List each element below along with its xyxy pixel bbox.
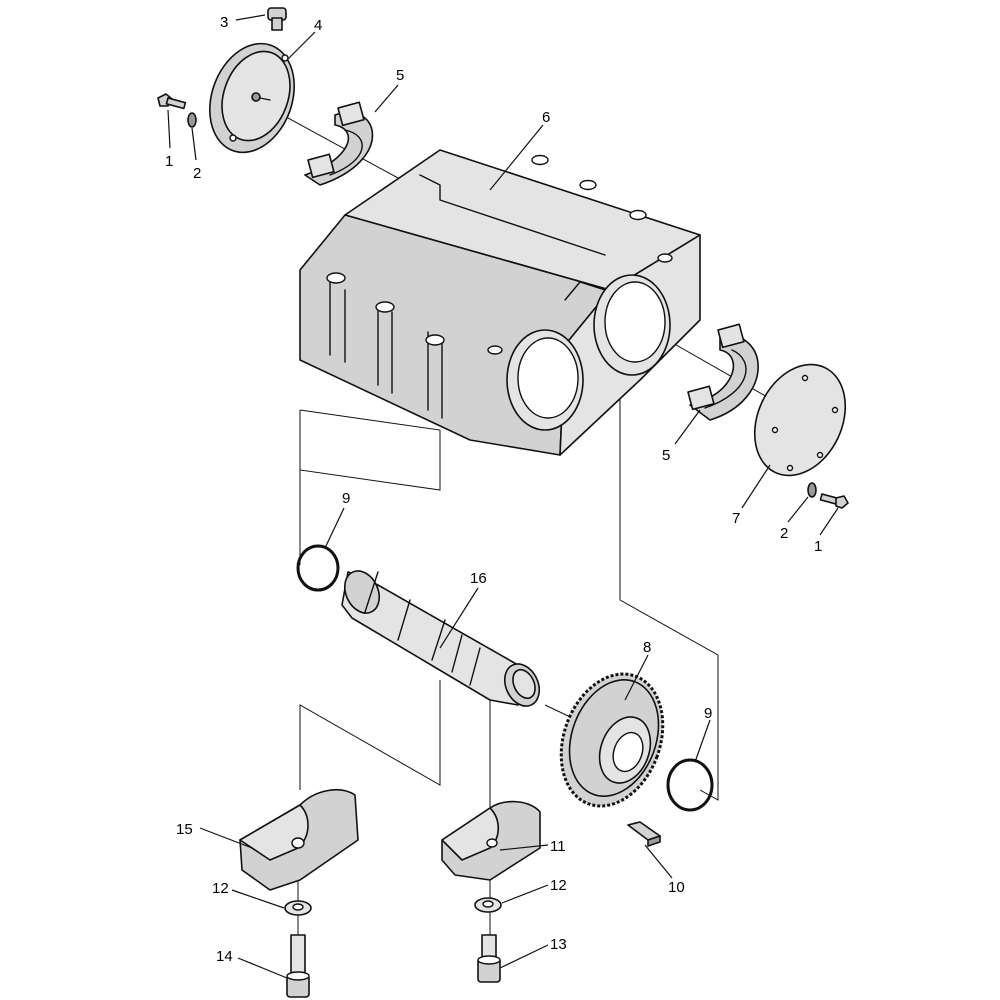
callout-12-right: 12 — [550, 877, 567, 894]
gearbox-housing — [299, 149, 701, 456]
callout-2-right: 2 — [780, 525, 788, 542]
callout-5-right: 5 — [662, 447, 670, 464]
washer-left-bottom — [284, 900, 312, 916]
vent-cover — [209, 42, 295, 154]
callout-9-left: 9 — [342, 490, 350, 507]
cap-screw-long — [286, 934, 310, 998]
callout-4: 4 — [314, 17, 322, 34]
callout-3: 3 — [220, 14, 228, 31]
housing-top-bosses — [487, 154, 673, 355]
callout-16: 16 — [470, 570, 487, 587]
callout-1-right: 1 — [814, 538, 822, 555]
housing-ribs — [326, 272, 445, 419]
callout-9-right: 9 — [704, 705, 712, 722]
retaining-ring-right — [666, 758, 714, 812]
callout-5-top: 5 — [396, 67, 404, 84]
callout-labels: 1 2 3 4 5 6 5 7 2 1 9 16 8 9 15 11 10 12… — [165, 14, 822, 965]
screw-right — [819, 493, 849, 509]
callout-7: 7 — [732, 510, 740, 527]
housing-bores — [506, 274, 671, 431]
callout-11: 11 — [550, 838, 566, 855]
end-cover-plate — [753, 363, 847, 477]
cap-screw-short — [477, 934, 501, 983]
screw-top-left — [157, 93, 187, 110]
callout-13: 13 — [550, 936, 567, 953]
shaft — [341, 570, 541, 707]
bearing-top — [304, 101, 374, 186]
callout-12-left: 12 — [212, 880, 229, 897]
washer-top-left — [187, 112, 197, 128]
bearing-block-left — [239, 789, 359, 891]
callout-14: 14 — [216, 948, 233, 965]
washer-right-bottom — [474, 897, 502, 913]
callout-2-top-left: 2 — [193, 165, 201, 182]
callout-8: 8 — [643, 639, 651, 656]
callout-6: 6 — [542, 109, 550, 126]
callout-15: 15 — [176, 821, 193, 838]
washer-right — [807, 482, 817, 498]
callout-10: 10 — [668, 879, 685, 896]
leader-lines — [167, 14, 839, 979]
retaining-ring-left — [296, 544, 340, 592]
bearing-block-right — [441, 800, 541, 881]
callout-1-top-left: 1 — [165, 153, 173, 170]
breather-plug — [267, 7, 287, 31]
key — [627, 821, 661, 847]
bearing-right — [687, 323, 759, 421]
gear — [559, 672, 665, 808]
